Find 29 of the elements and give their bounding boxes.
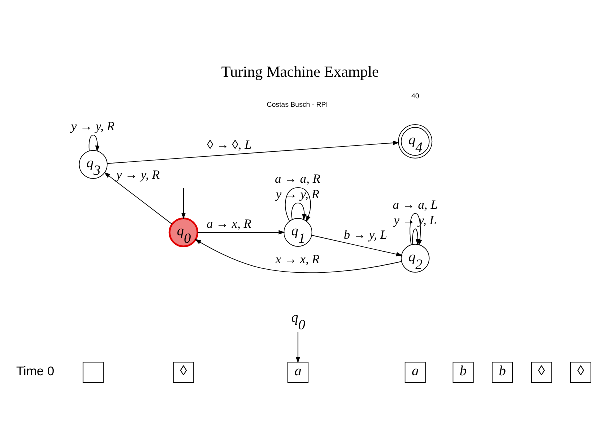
diagram-title: Turing Machine Example	[222, 64, 380, 81]
node-box	[82, 362, 104, 384]
arrow	[104, 172, 173, 225]
arrow	[292, 202, 307, 221]
label: Time 0	[16, 364, 54, 379]
edge-label: y → y, R	[71, 120, 115, 134]
node-box: b	[452, 362, 474, 384]
arrow	[198, 230, 286, 235]
edge-label: y → y, R	[116, 168, 160, 182]
arrow	[285, 187, 312, 222]
arrow	[107, 140, 400, 164]
edge-label: a → a, R	[275, 172, 321, 186]
arrow	[88, 134, 100, 152]
node-box: a	[404, 362, 426, 384]
arrow	[182, 188, 186, 220]
node-box: b	[492, 362, 514, 384]
edge-label: a → a, L	[393, 198, 438, 212]
edge-label: x → x, R	[276, 252, 320, 267]
edge-label: ◊ → ◊, L	[207, 138, 252, 152]
arrow	[194, 239, 402, 274]
node-box: ◊	[570, 362, 592, 384]
node-box: ◊	[531, 362, 552, 384]
edge-label: y → y, R	[276, 188, 320, 202]
node-box: ◊	[173, 362, 194, 384]
edge-label: b → y, L	[344, 228, 388, 242]
arrow	[312, 235, 403, 257]
node-box: a	[288, 362, 309, 384]
edge-label: a → x, R	[206, 216, 252, 231]
arrow	[296, 332, 300, 364]
